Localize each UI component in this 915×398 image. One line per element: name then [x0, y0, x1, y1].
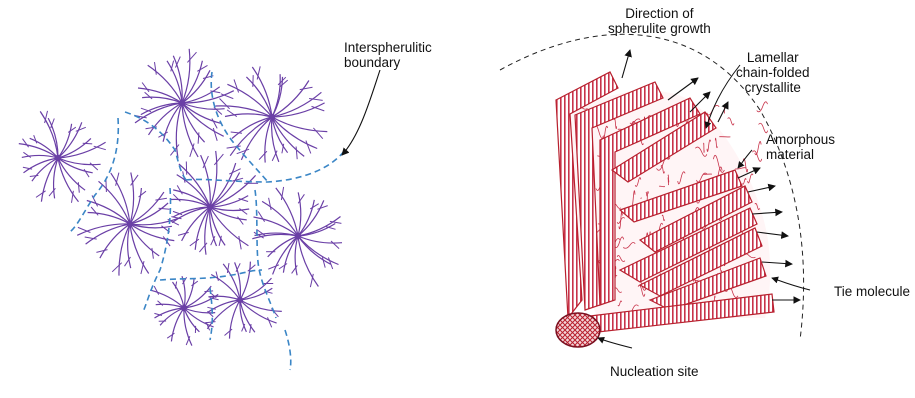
spherulite-aggregate [19, 49, 342, 346]
spherulite [252, 187, 342, 287]
nucleation-site [556, 313, 600, 347]
spherulite [77, 173, 180, 276]
spherulite [150, 276, 218, 345]
nucleation-site-label: Nucleation site [610, 364, 699, 379]
spherulite [171, 151, 259, 255]
boundary-leader [342, 70, 380, 155]
lamellar-crystallite-label: Lamellar chain-folded crystallite [736, 50, 810, 95]
spherulite [216, 66, 328, 162]
tie-molecule-label: Tie molecule [834, 284, 910, 299]
interspherulitic-boundary-label: Interspherulitic boundary [344, 40, 432, 70]
spherulite [19, 111, 106, 203]
growth-direction-label: Direction of spherulite growth [608, 6, 711, 36]
spherulite [134, 49, 234, 159]
amorphous-material-label: Amorphous material [766, 132, 835, 162]
